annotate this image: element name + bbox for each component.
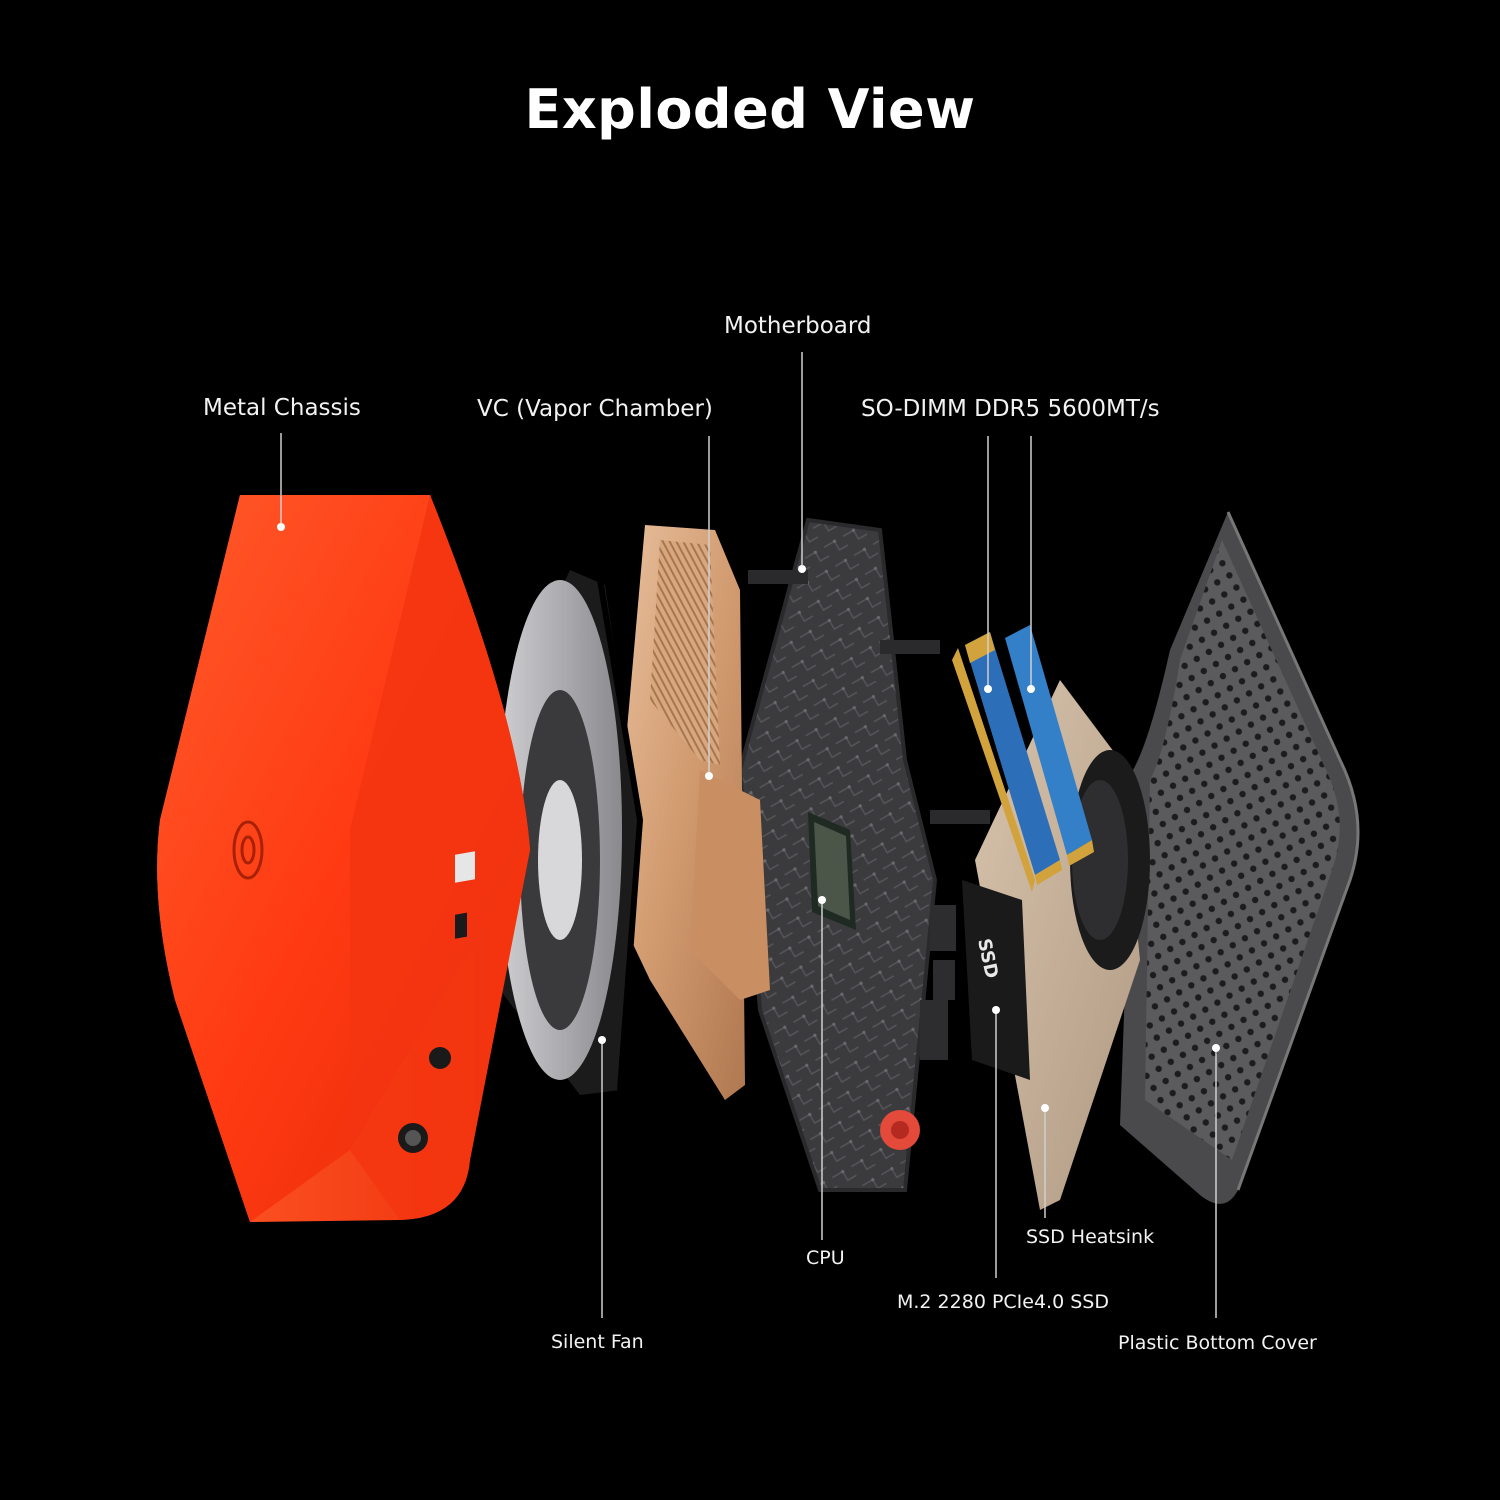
brand-logo (232, 820, 264, 880)
vapor-chamber (612, 525, 770, 1100)
label-cpu: CPU (806, 1247, 845, 1269)
label-ram: SO-DIMM DDR5 5600MT/s (861, 396, 1160, 422)
page-title: Exploded View (524, 78, 976, 141)
label-vapor-chamber: VC (Vapor Chamber) (477, 396, 713, 422)
label-motherboard: Motherboard (724, 313, 872, 339)
label-ssd-heatsink: SSD Heatsink (1026, 1226, 1155, 1248)
metal-chassis (157, 495, 530, 1222)
label-bottom-cover: Plastic Bottom Cover (1118, 1332, 1317, 1354)
leader-lines (280, 352, 1217, 1318)
leader-dots (277, 523, 1220, 1112)
motherboard (737, 517, 990, 1192)
silent-fan (495, 570, 644, 1095)
label-metal-chassis: Metal Chassis (203, 395, 361, 421)
label-silent-fan: Silent Fan (551, 1331, 644, 1353)
m2-ssd: SSD (962, 880, 1030, 1080)
bottom-cover (1120, 511, 1360, 1204)
label-ssd: M.2 2280 PCIe4.0 SSD (897, 1291, 1109, 1313)
